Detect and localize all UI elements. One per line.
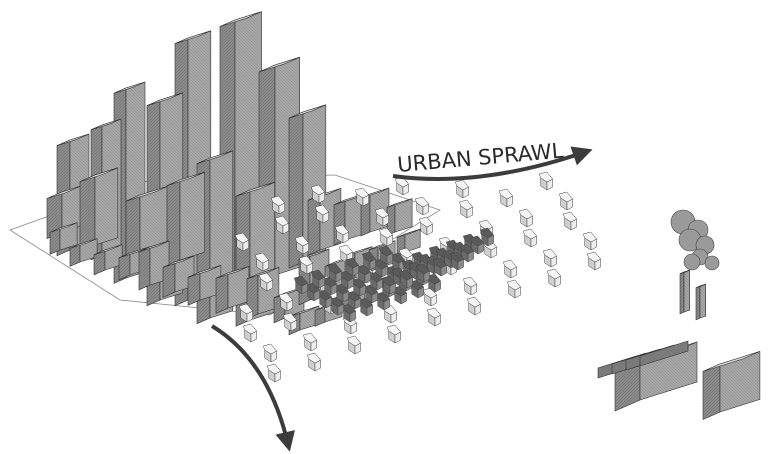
urban-sprawl-label-group: URBAN SPRAWL: [396, 139, 564, 177]
house: [415, 197, 428, 215]
house: [419, 217, 432, 235]
house: [587, 252, 600, 270]
house: [543, 249, 556, 267]
chimney: [680, 270, 690, 314]
house: [463, 277, 476, 295]
house: [563, 212, 576, 230]
house: [303, 333, 316, 351]
house: [427, 308, 440, 326]
smoke-cloud: [684, 254, 700, 270]
house: [267, 364, 280, 382]
factory: [598, 210, 760, 420]
house: [507, 280, 520, 298]
house: [547, 269, 560, 287]
house: [455, 180, 468, 198]
house: [347, 336, 360, 354]
house: [263, 344, 276, 362]
factory-annex: [703, 351, 760, 419]
smoke-cloud: [705, 256, 719, 270]
house: [467, 297, 480, 315]
house: [459, 200, 472, 218]
building: [80, 168, 118, 252]
house: [539, 172, 552, 190]
urban-sprawl-label: URBAN SPRAWL: [396, 139, 564, 177]
house: [307, 353, 320, 371]
house: [559, 192, 572, 210]
house: [519, 209, 532, 227]
house: [503, 260, 516, 278]
house: [243, 324, 256, 342]
house: [523, 229, 536, 247]
house: [395, 177, 408, 195]
sprawl-arrow-down: [212, 326, 288, 444]
chimney: [696, 284, 706, 320]
building: [167, 172, 205, 266]
house: [387, 325, 400, 343]
house: [499, 189, 512, 207]
house: [583, 232, 596, 250]
